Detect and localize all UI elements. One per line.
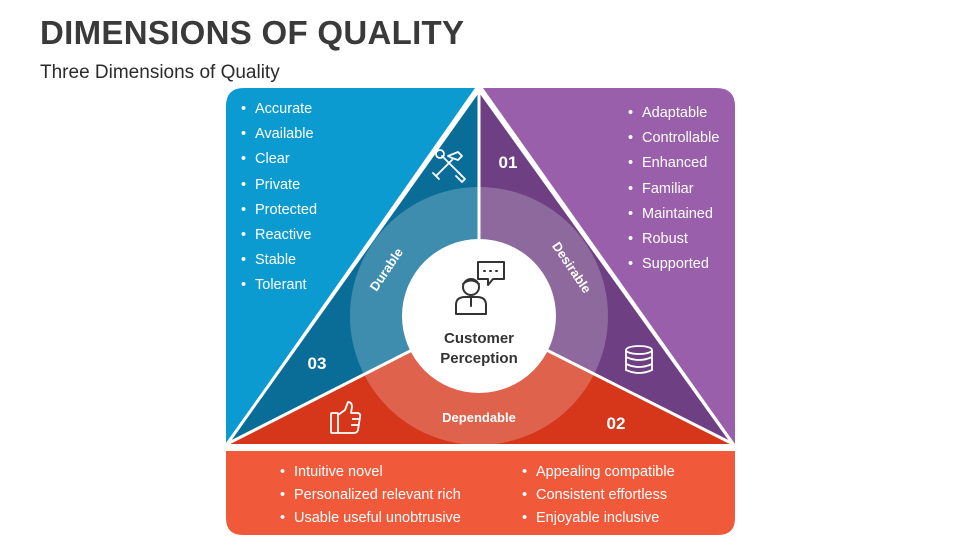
segment-number-desirable: 01 [499, 153, 518, 172]
list-item: Protected [241, 198, 317, 223]
list-item: Controllable [628, 126, 719, 151]
list-item: Accurate [241, 97, 317, 122]
list-item: Adaptable [628, 101, 719, 126]
list-item: Usable useful unobtrusive [280, 507, 461, 530]
tools-icon [432, 149, 466, 183]
list-item: Enjoyable inclusive [522, 507, 675, 530]
list-item: Personalized relevant rich [280, 484, 461, 507]
list-item: Reactive [241, 223, 317, 248]
segment-number-durable: 03 [308, 354, 327, 373]
list-item: Supported [628, 252, 719, 277]
page-title: DIMENSIONS OF QUALITY [40, 14, 465, 51]
center-label-line1: Customer [444, 330, 514, 347]
list-item: Familiar [628, 177, 719, 202]
thumbs-up-icon [330, 401, 362, 434]
list-item: Stable [241, 248, 317, 273]
list-item: Maintained [628, 202, 719, 227]
list-item: Consistent effortless [522, 484, 675, 507]
segment-label-dependable: Dependable [442, 410, 516, 425]
customer-chat-icon [455, 261, 505, 315]
dependable-list-right: Appealing compatible Consistent effortle… [522, 461, 675, 530]
list-item: Intuitive novel [280, 461, 461, 484]
dependable-list-left: Intuitive novel Personalized relevant ri… [280, 461, 461, 530]
segment-number-dependable: 02 [607, 414, 626, 433]
list-item: Available [241, 122, 317, 147]
list-item: Appealing compatible [522, 461, 675, 484]
list-item: Robust [628, 227, 719, 252]
list-item: Private [241, 173, 317, 198]
durable-list: Accurate Available Clear Private Protect… [241, 97, 317, 299]
list-item: Clear [241, 147, 317, 172]
center-label-line2: Perception [440, 350, 518, 367]
center-circle [402, 239, 556, 393]
list-item: Enhanced [628, 151, 719, 176]
page-subtitle: Three Dimensions of Quality [40, 62, 280, 83]
list-item: Tolerant [241, 273, 317, 298]
database-icon [625, 345, 653, 374]
desirable-list: Adaptable Controllable Enhanced Familiar… [628, 101, 719, 278]
